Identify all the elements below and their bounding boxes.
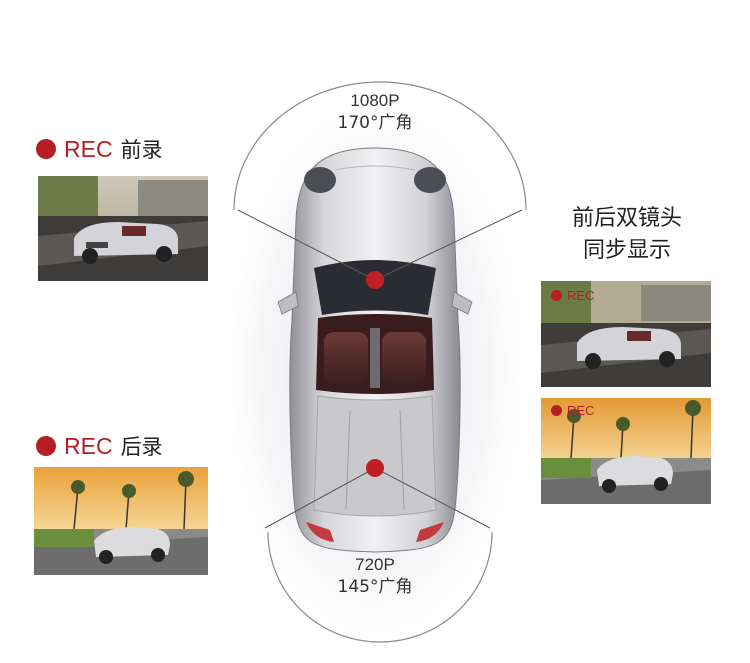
front-angle: 170°广角 [337,113,413,133]
rear-deck-line-left [345,409,351,511]
left-seat [324,332,368,384]
rear-field-line-left [264,467,376,529]
rear-angle: 145°广角 [337,577,413,597]
hood-line [334,165,416,171]
front-view-arc [233,81,527,211]
right-mirror [451,291,473,315]
rear-deck [313,395,437,517]
dual-lens-title-line1: 前后双镜头 [571,206,682,231]
rec-dot-icon [551,405,562,416]
rear-rec-caption: 后录 [120,435,163,459]
synced-rear-rec: REC [551,403,594,418]
front-field-line-left [237,209,376,281]
front-rec-label: REC 前录 [36,134,163,164]
rear-recording-photo [34,467,208,575]
left-headlight [304,167,336,193]
rec-text: REC [567,288,595,303]
right-headlight [414,167,446,193]
rec-text: REC [567,403,595,418]
rear-resolution: 720P [355,555,395,574]
front-resolution: 1080P [350,91,400,110]
right-seat [382,332,426,384]
synced-front-photo [541,281,711,387]
front-rec-caption: 前录 [120,138,163,162]
rear-field-line-right [374,467,491,529]
left-taillight [306,522,334,542]
front-camera-dot [366,271,384,289]
right-top-photo-frame: REC [541,281,711,387]
rec-dot-icon [36,139,56,159]
rec-text: REC [64,432,113,459]
rec-text: REC [64,135,113,162]
rear-camera-spec: 720P 145°广角 [318,553,432,599]
front-camera-spec: 1080P 170°广角 [318,89,432,135]
front-recording-photo [38,176,208,281]
right-bottom-photo-frame: REC [541,398,711,504]
dual-lens-title-line2: 同步显示 [582,238,671,263]
rear-deck-line-right [399,409,405,511]
synced-rear-photo [541,398,711,504]
console [370,328,380,388]
synced-front-rec: REC [551,288,594,303]
rec-dot-icon [551,290,562,301]
front-field-line-right [374,209,523,281]
rear-view-arc [267,531,493,643]
right-taillight [416,522,444,542]
left-mirror [277,291,299,315]
rec-dot-icon [36,436,56,456]
car-diagram [225,81,527,643]
dual-lens-title: 前后双镜头 同步显示 [540,203,714,267]
rear-rec-label: REC 后录 [36,431,163,461]
rear-camera-dot [366,459,384,477]
